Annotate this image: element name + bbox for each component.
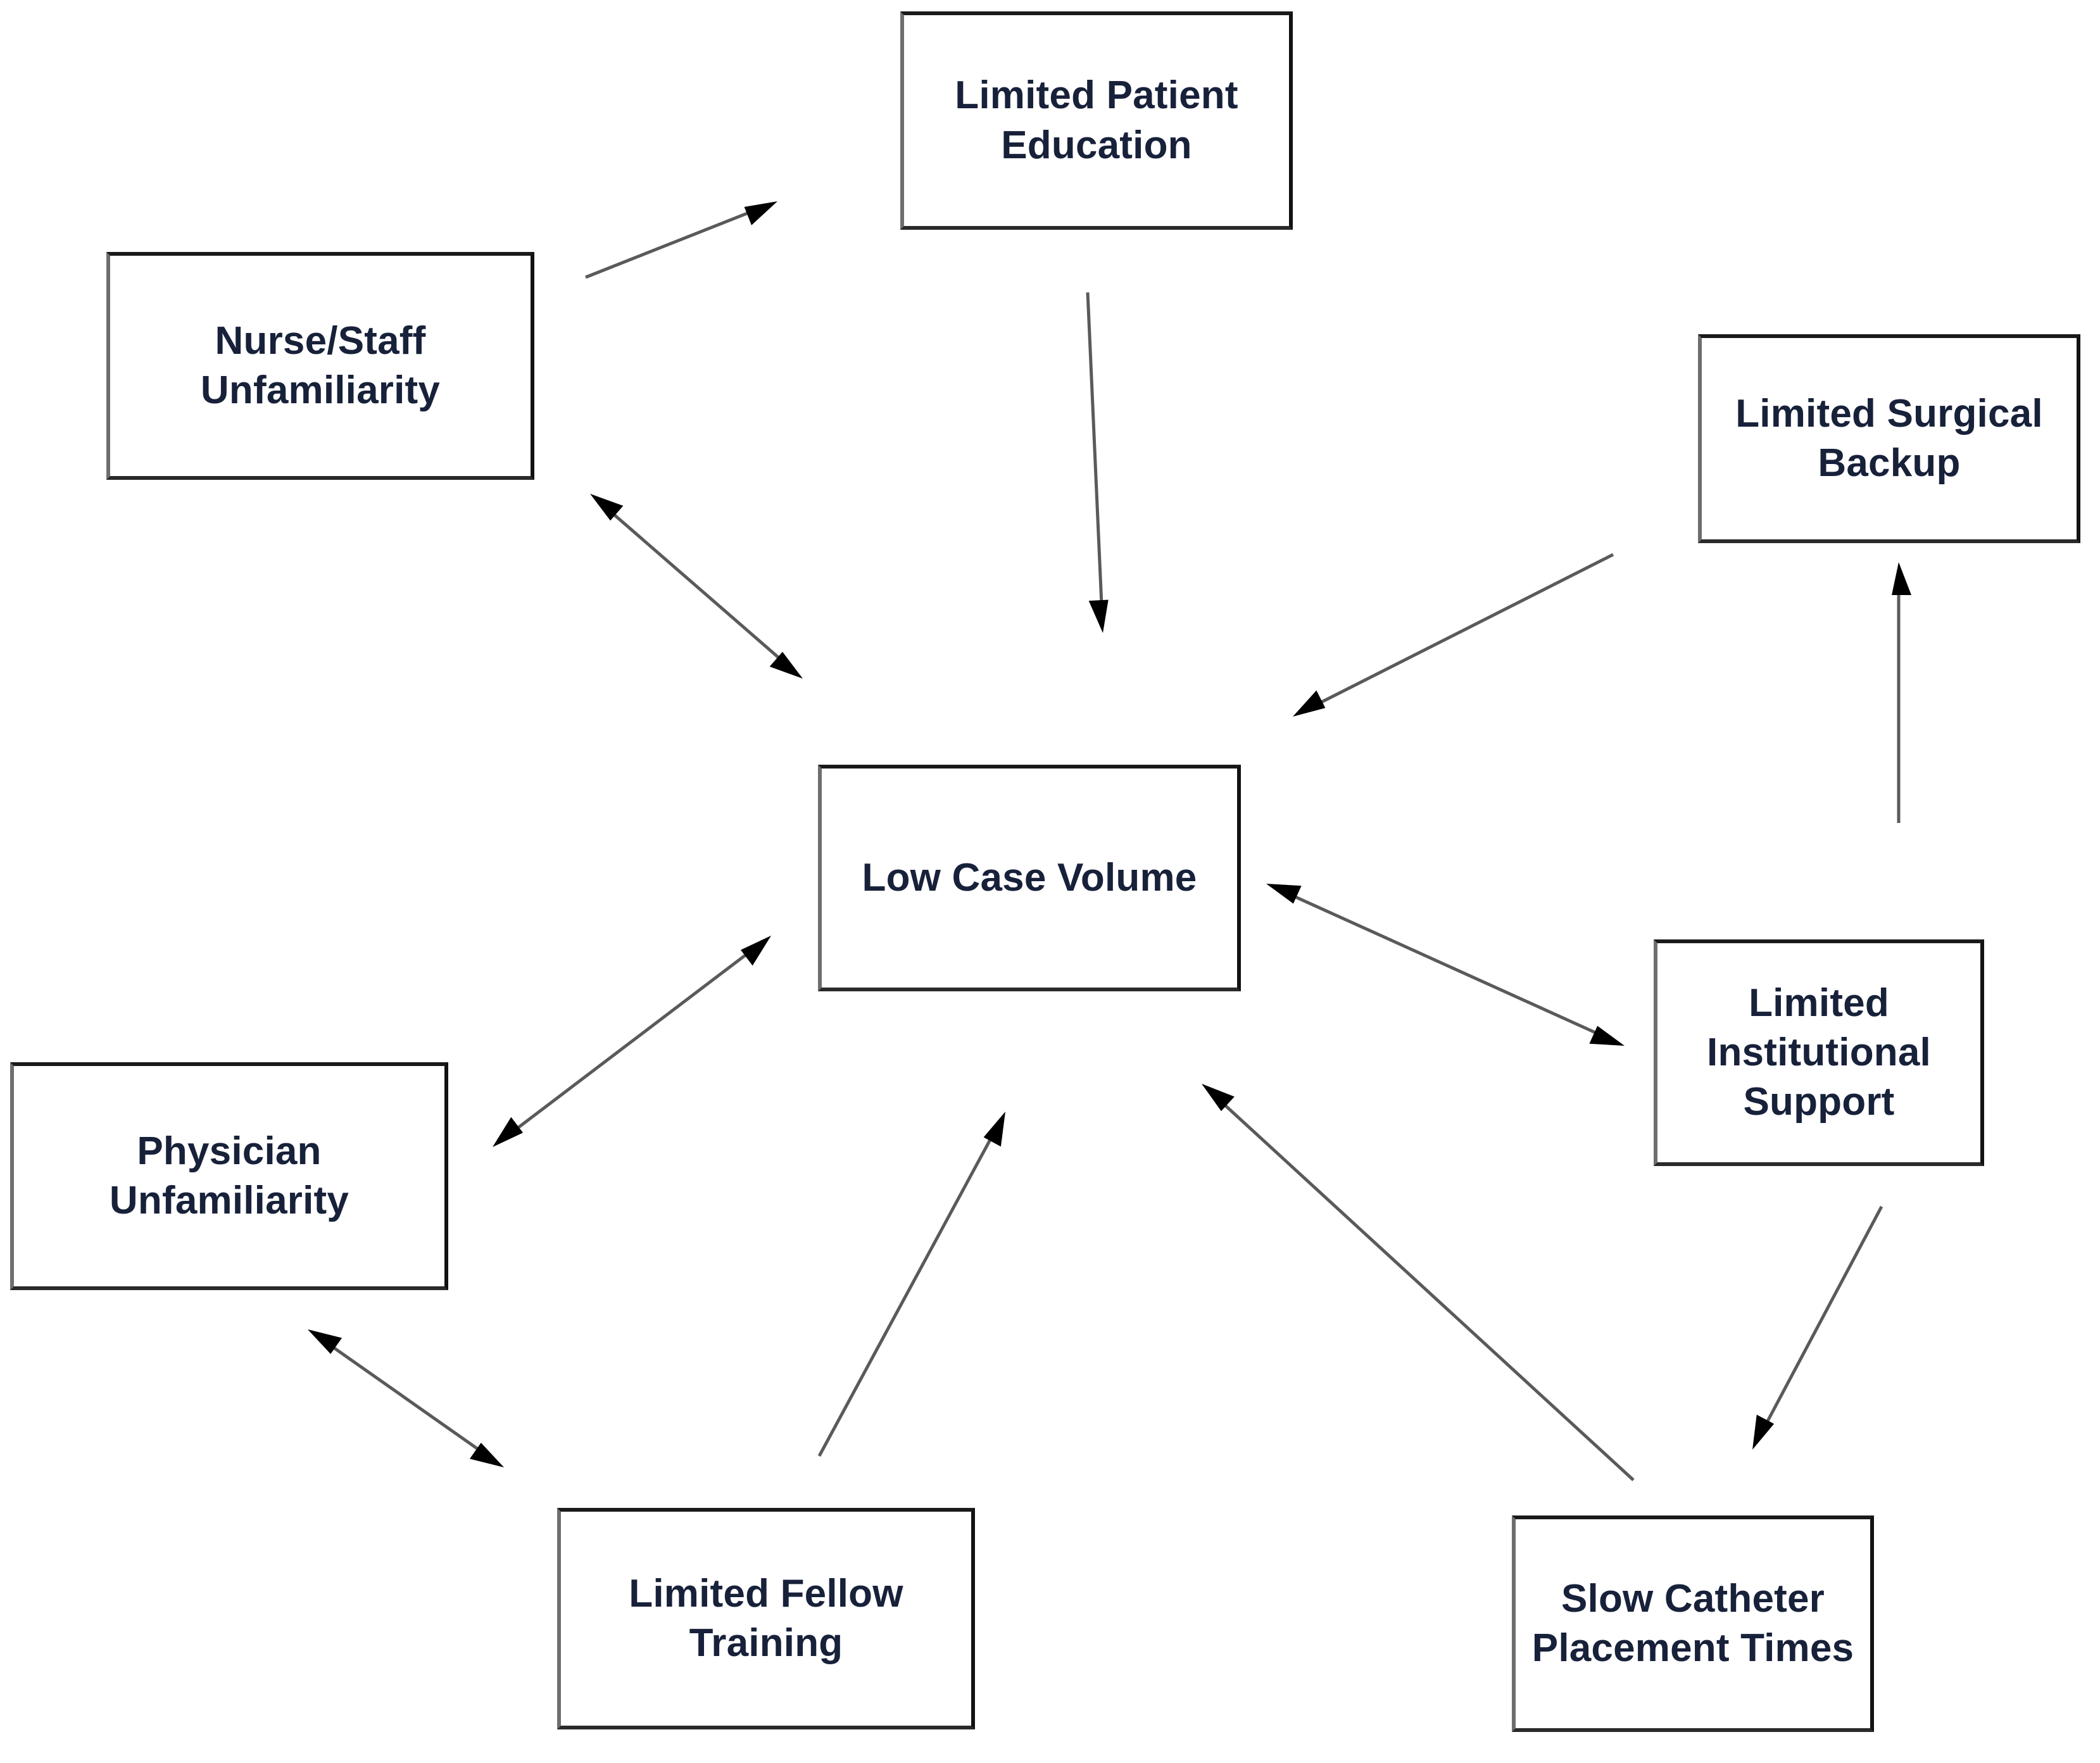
node-label: Limited Fellow Training	[629, 1571, 903, 1665]
edge-slow-catheter-to-low-case-volume	[1202, 1084, 1635, 1481]
arrowhead	[469, 1443, 504, 1467]
node-limited-patient-education[interactable]: Limited Patient Education	[900, 11, 1293, 230]
edge-line	[585, 208, 758, 279]
node-label: Limited Patient Education	[955, 73, 1238, 167]
node-label: Slow Catheter Placement Times	[1531, 1576, 1854, 1670]
edge-line	[1761, 1205, 1883, 1432]
node-low-case-volume[interactable]: Low Case Volume	[818, 765, 1241, 991]
edge-institutional-support-to-surgical-backup	[1892, 562, 1911, 823]
edge-physician-and-fellow-training	[308, 1329, 504, 1467]
arrowhead	[983, 1112, 1005, 1147]
edge-physician-and-low-case-volume	[493, 936, 771, 1147]
node-label: Low Case Volume	[862, 855, 1197, 900]
node-slow-catheter-placement-times[interactable]: Slow Catheter Placement Times	[1512, 1515, 1874, 1732]
edge-patient-education-to-low-case-volume	[1086, 292, 1109, 633]
edge-fellow-training-to-low-case-volume	[817, 1112, 1005, 1457]
arrowhead	[1589, 1026, 1625, 1046]
arrowhead	[493, 1117, 524, 1147]
edge-line	[324, 1340, 487, 1457]
edge-nurse-staff-and-low-case-volume	[590, 494, 803, 679]
arrowhead	[769, 651, 803, 679]
edge-line	[605, 506, 788, 666]
arrowhead	[308, 1329, 343, 1354]
edge-line	[1285, 891, 1606, 1039]
arrowhead	[744, 201, 777, 225]
node-limited-fellow-training[interactable]: Limited Fellow Training	[557, 1508, 975, 1729]
arrowhead	[1293, 690, 1326, 717]
edge-line	[1216, 1097, 1635, 1481]
node-nurse-staff-unfamiliarity[interactable]: Nurse/Staff Unfamiliarity	[106, 252, 534, 480]
edge-institutional-support-to-slow-catheter	[1752, 1205, 1883, 1450]
node-label: Limited Institutional Support	[1707, 981, 1931, 1124]
arrowhead	[1088, 599, 1109, 633]
edge-line	[508, 947, 755, 1136]
arrowhead	[1892, 562, 1911, 595]
node-label: Nurse/Staff Unfamiliarity	[200, 318, 441, 412]
edge-low-case-volume-and-institutional-support	[1266, 884, 1625, 1046]
edge-nurse-staff-to-patient-education	[585, 201, 777, 279]
edge-surgical-backup-to-low-case-volume	[1293, 553, 1614, 717]
node-limited-institutional-support[interactable]: Limited Institutional Support	[1654, 939, 1984, 1166]
arrowhead	[1202, 1084, 1235, 1112]
arrowhead	[740, 936, 771, 966]
arrowhead	[590, 494, 624, 521]
node-physician-unfamiliarity[interactable]: Physician Unfamiliarity	[10, 1062, 448, 1290]
edge-line	[1086, 292, 1103, 612]
node-label: Physician Unfamiliarity	[109, 1129, 349, 1222]
arrowhead	[1266, 884, 1302, 904]
node-label: Limited Surgical Backup	[1735, 391, 2043, 485]
edge-line	[1311, 553, 1614, 708]
node-limited-surgical-backup[interactable]: Limited Surgical Backup	[1698, 334, 2080, 543]
arrowhead	[1752, 1414, 1775, 1450]
edge-line	[817, 1129, 997, 1457]
